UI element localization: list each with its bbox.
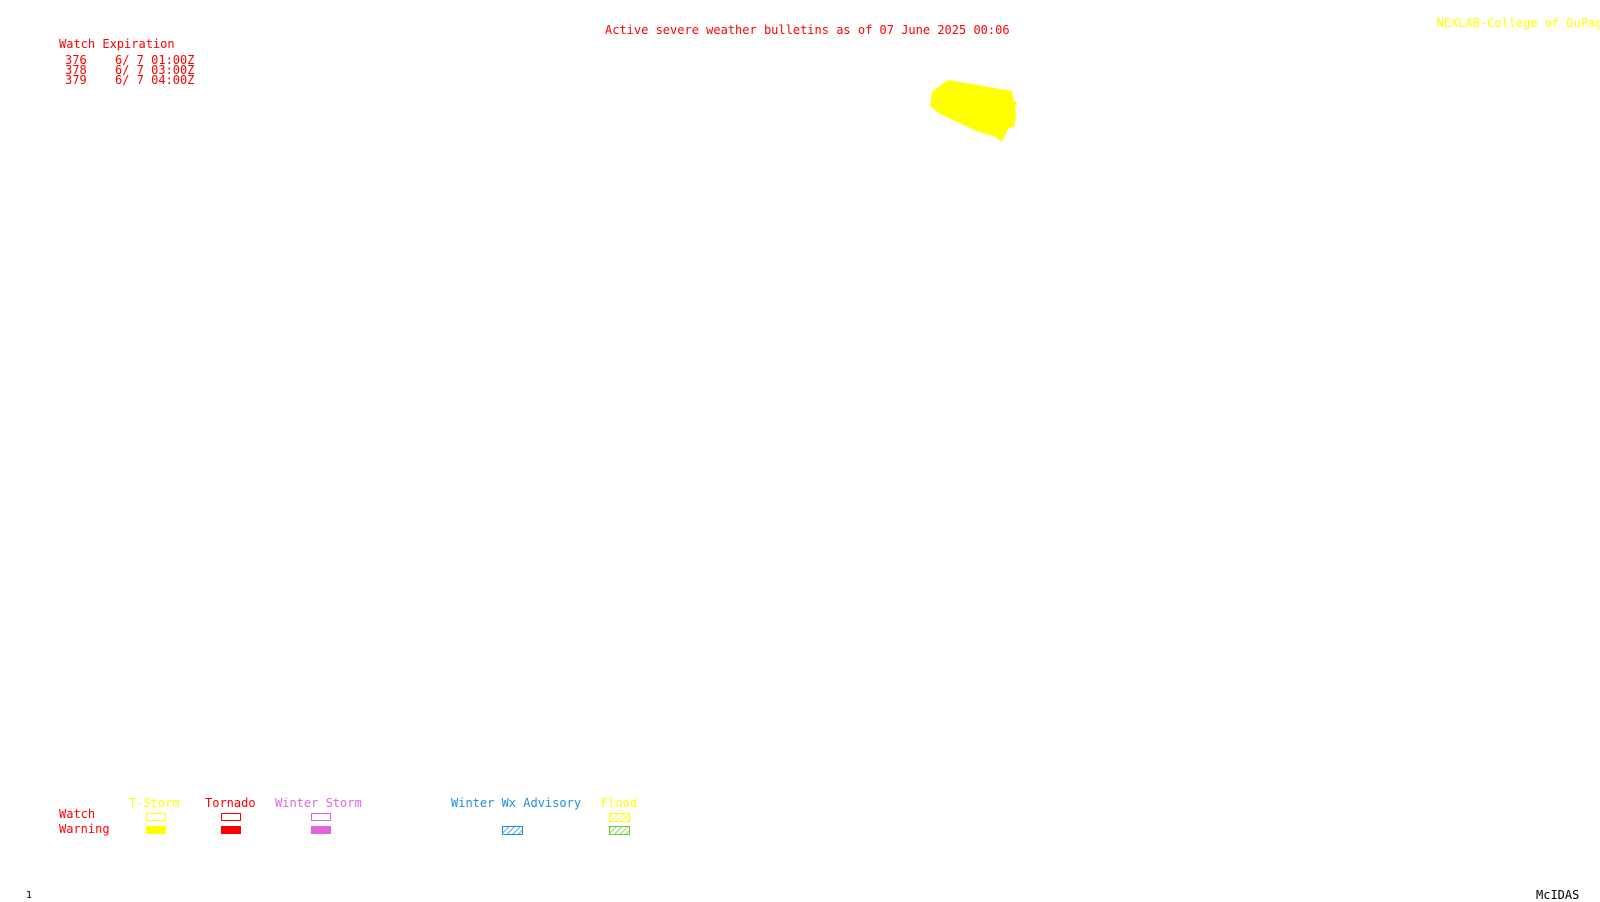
legend-swatch-tstorm-warning: [146, 826, 166, 834]
frame-number: 1: [26, 890, 33, 901]
legend-row-watch: Watch: [59, 807, 96, 821]
credit-text: NEXLAB-College of DuPage R: [1436, 16, 1600, 30]
legend-row-warning: Warning: [59, 822, 110, 836]
watch-row: 378: [65, 64, 87, 76]
page-title: Active severe weather bulletins as of 07…: [605, 23, 1010, 37]
software-label: McIDAS: [1536, 888, 1580, 902]
legend-swatch-tornado-warning: [221, 826, 241, 834]
legend-swatch-tstorm-watch: [146, 813, 166, 821]
watch-expiration: 6/ 7 04:00Z: [115, 73, 195, 87]
watch-row: 379: [65, 74, 87, 86]
legend-label-tornado: Tornado: [205, 796, 256, 810]
watch-number: 376: [65, 53, 87, 67]
legend-label-tstorm: T-Storm: [129, 796, 180, 810]
legend-label-winter-wx-advisory: Winter Wx Advisory: [451, 796, 582, 810]
watch-table-header: Watch Expiration: [59, 37, 175, 51]
legend-swatch-winter-storm-watch: [311, 813, 331, 821]
watch-number: 378: [65, 63, 87, 77]
legend-swatch-winter-storm-warning: [311, 826, 331, 834]
legend-label-winter-storm: Winter Storm: [275, 796, 362, 810]
watch-number: 379: [65, 73, 87, 87]
watch-row: 376: [65, 54, 87, 66]
tstorm-watch-area: [930, 80, 1017, 142]
legend-swatch-tornado-watch: [221, 813, 241, 821]
watch-expiration: 6/ 7 03:00Z: [115, 63, 195, 77]
legend-label-flood: Flood: [601, 796, 638, 810]
watch-expiration: 6/ 7 01:00Z: [115, 53, 195, 67]
